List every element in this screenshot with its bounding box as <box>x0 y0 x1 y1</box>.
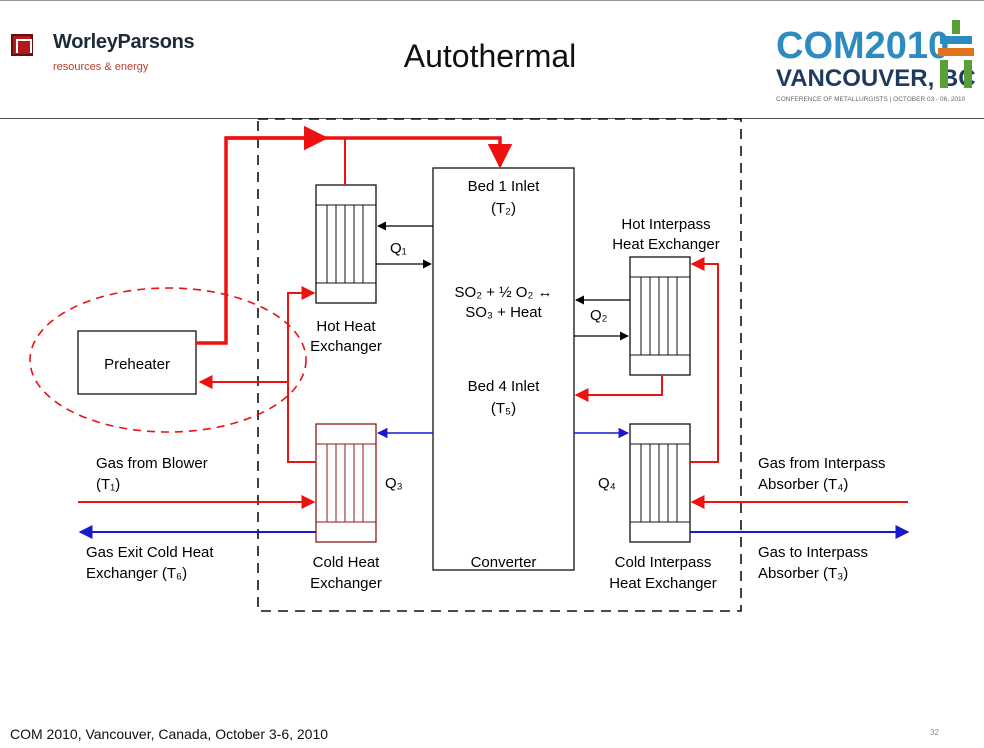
slide-title: Autothermal <box>403 38 577 74</box>
cold-heat-exchanger <box>315 423 377 543</box>
gas-exit-cold-label-line2: Exchanger (T₆) <box>86 565 187 582</box>
preheater-box <box>77 330 197 395</box>
bed1-inlet-temp: (T₂) <box>491 200 516 217</box>
hot-interpass-heat-exchanger <box>629 256 691 376</box>
converter-vessel <box>432 167 575 571</box>
cold-hx-to-hot-hx-stream <box>287 286 316 463</box>
page-number: 32 <box>930 728 939 737</box>
cold-hx-label-line2: Exchanger <box>310 575 382 592</box>
inukshuk-icon <box>938 20 974 88</box>
conference-logo: COM2010 VANCOUVER, BC CONFERENCE OF META… <box>776 20 976 103</box>
gas-to-interpass-label-line1: Gas to Interpass <box>758 544 868 561</box>
preheater-highlight-ellipse <box>29 287 307 433</box>
gas-to-interpass-label-line2: Absorber (T₃) <box>758 565 848 582</box>
cold-hx-label-line1: Cold Heat <box>313 554 381 571</box>
top-rule <box>0 0 984 1</box>
reaction-equation-line1: SO₂ + ½ O₂ ↔ <box>455 284 553 301</box>
cold-hx-heat-q3: Q₃ <box>385 475 403 492</box>
gas-from-blower-label-line1: Gas from Blower <box>96 455 208 472</box>
cold-interpass-hx-label-line2: Heat Exchanger <box>609 575 717 592</box>
hot-hx-heat-q1: Q₁ <box>390 240 407 257</box>
converter-caption: Converter <box>471 554 537 571</box>
gas-from-interpass-label-line1: Gas from Interpass <box>758 455 886 472</box>
gas-exit-cold-label-line1: Gas Exit Cold Heat <box>86 544 214 561</box>
hot-interpass-hx-label-line1: Hot Interpass <box>621 216 710 233</box>
gas-from-blower-label-line2: (T₁) <box>96 476 120 493</box>
system-boundary <box>257 118 742 612</box>
hot-hx-label-line1: Hot Heat <box>316 318 376 335</box>
conference-logo-line1: COM2010 <box>776 25 949 67</box>
cold-interpass-hx-label-line1: Cold Interpass <box>615 554 712 571</box>
autothermal-process-diagram: Bed 1 Inlet (T₂) SO₂ + ½ O₂ ↔ SO₃ + Heat… <box>29 118 910 612</box>
footer-text: COM 2010, Vancouver, Canada, October 3-6… <box>10 726 329 742</box>
gas-from-interpass-label-line2: Absorber (T₄) <box>758 476 848 493</box>
conference-logo-line3: CONFERENCE OF METALLURGISTS | OCTOBER 03… <box>776 96 966 103</box>
hot-interpass-hx-to-bed4-stream <box>574 375 663 402</box>
cold-interpass-heat-exchanger <box>629 423 691 543</box>
cold-to-hot-interpass-hx-stream <box>690 257 719 463</box>
bed4-inlet-label: Bed 4 Inlet <box>468 378 541 395</box>
cold-interpass-hx-heat-q4: Q₄ <box>598 475 616 492</box>
bed4-inlet-temp: (T₅) <box>491 400 516 417</box>
header-divider <box>0 118 984 119</box>
slide-header: WorleyParsons resources & energy Autothe… <box>0 0 984 120</box>
company-tagline: resources & energy <box>53 61 149 73</box>
preheater-label: Preheater <box>104 356 170 373</box>
hot-interpass-hx-heat-q2: Q₂ <box>590 307 608 324</box>
worleyparsons-logo: WorleyParsons resources & energy <box>11 31 311 81</box>
bed1-inlet-label: Bed 1 Inlet <box>468 178 541 195</box>
company-name: WorleyParsons <box>53 31 195 53</box>
worleyparsons-logo-icon <box>11 34 33 56</box>
hot-interpass-hx-label-line2: Heat Exchanger <box>612 236 720 253</box>
reaction-equation-line2: SO₃ + Heat <box>465 304 542 321</box>
hot-hx-label-line2: Exchanger <box>310 338 382 355</box>
hot-heat-exchanger <box>315 184 377 304</box>
